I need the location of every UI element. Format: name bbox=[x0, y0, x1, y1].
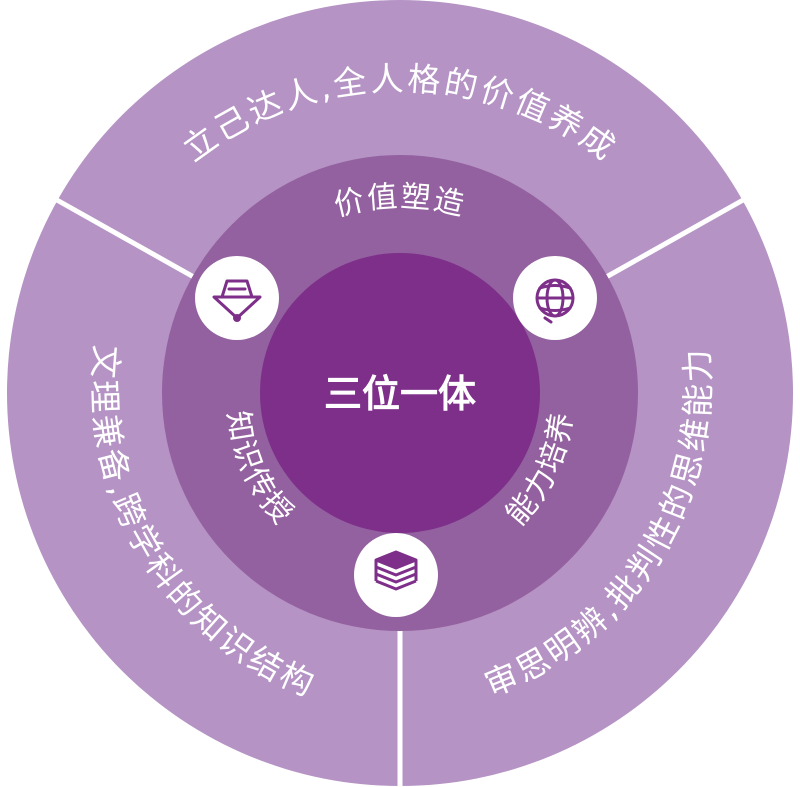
books-stack-icon bbox=[374, 550, 418, 591]
center-title: 三位一体 bbox=[324, 372, 476, 416]
value-compass-icon bbox=[212, 279, 262, 322]
globe-icon bbox=[535, 278, 575, 324]
books-stack-badge bbox=[354, 533, 438, 617]
value-compass-badge bbox=[195, 256, 279, 340]
center-circle bbox=[260, 253, 540, 533]
globe-badge bbox=[513, 256, 597, 340]
